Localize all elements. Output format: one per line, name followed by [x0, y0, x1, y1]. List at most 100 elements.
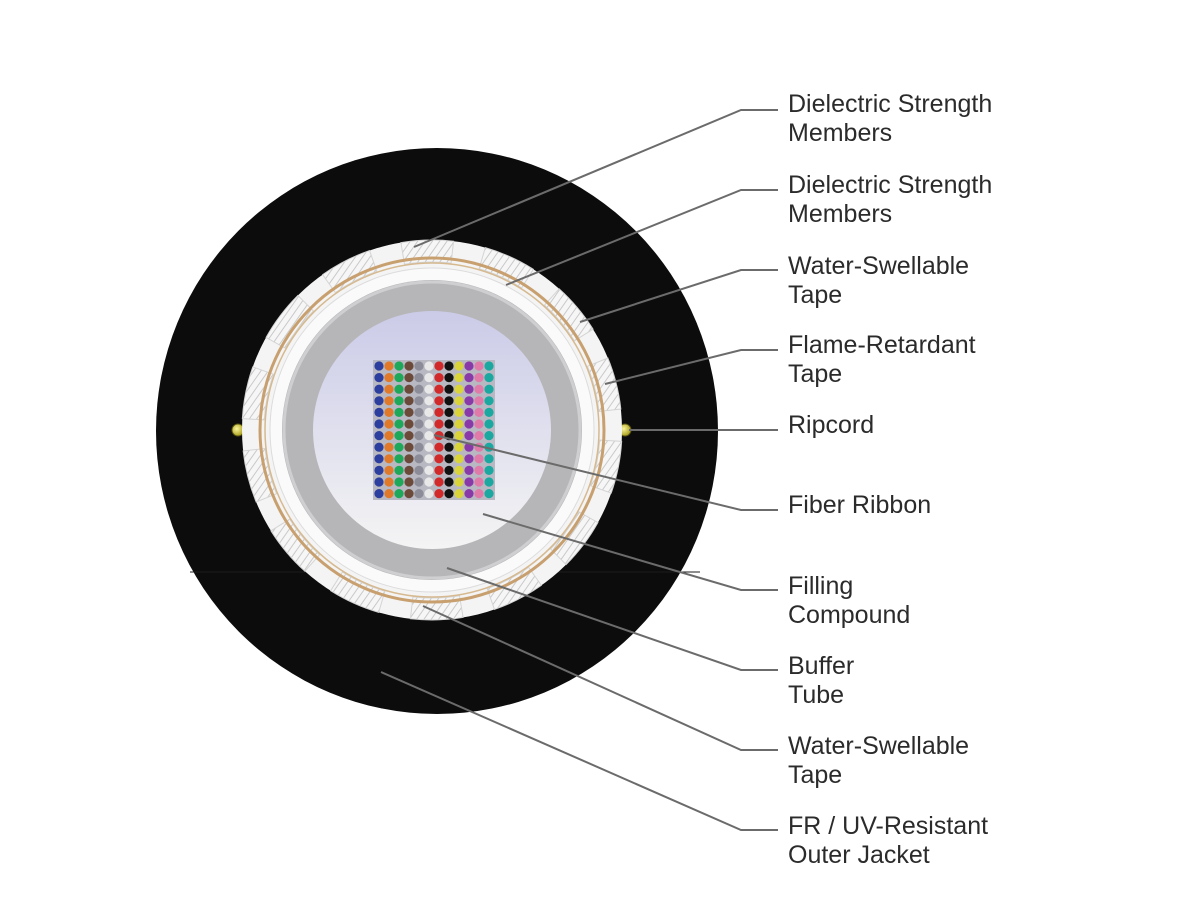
fiber-green: [394, 465, 404, 475]
fiber-red: [434, 419, 444, 429]
fiber-yellow: [454, 384, 464, 394]
fiber-slate: [414, 489, 424, 499]
fiber-yellow: [454, 489, 464, 499]
strength-member-segment: [270, 518, 321, 572]
fiber-aqua: [484, 373, 494, 383]
fiber-rose: [474, 396, 484, 406]
fiber-white: [424, 407, 434, 417]
fiber-red: [434, 384, 444, 394]
fiber-blue: [374, 373, 384, 383]
fiber-violet: [464, 407, 474, 417]
fiber-green: [394, 373, 404, 383]
fiber-green: [394, 431, 404, 441]
fiber-violet: [464, 489, 474, 499]
label-line: Tape: [788, 360, 843, 388]
label-ripcord: Ripcord: [788, 411, 874, 440]
fiber-black: [444, 407, 454, 417]
label-buffer-tube: Buffer Tube: [788, 652, 854, 710]
fiber-orange: [384, 407, 394, 417]
fiber-yellow: [454, 396, 464, 406]
label-water-swellable-tape-inner: Water-Swellable Tape: [788, 732, 969, 790]
fiber-green: [394, 407, 404, 417]
fiber-blue: [374, 361, 384, 371]
fiber-green: [394, 454, 404, 464]
leader-line-filling-compound: [482, 513, 778, 591]
leader-line-water-swellable-outer: [579, 269, 778, 323]
leader-line-dielectric-inner: [505, 189, 778, 286]
fiber-rose: [474, 373, 484, 383]
fiber-aqua: [484, 384, 494, 394]
fiber-slate: [414, 454, 424, 464]
fiber-red: [434, 442, 444, 452]
fiber-white: [424, 477, 434, 487]
flame-retardant-tape-inner-edge: [264, 262, 600, 598]
label-line: FR / UV-Resistant: [788, 812, 989, 840]
fiber-rose: [474, 465, 484, 475]
fiber-slate: [414, 384, 424, 394]
strength-member-segment: [329, 571, 386, 613]
fiber-orange: [384, 465, 394, 475]
fiber-violet: [464, 419, 474, 429]
fiber-brown: [404, 489, 414, 499]
label-line: Members: [788, 119, 893, 147]
fiber-orange: [384, 442, 394, 452]
leader-line-outer-jacket: [380, 671, 778, 831]
fiber-yellow: [454, 477, 464, 487]
fiber-rose: [474, 407, 484, 417]
flame-retardant-tape: [258, 256, 606, 604]
leader-line-dielectric-outer: [413, 109, 778, 248]
fiber-aqua: [484, 407, 494, 417]
fiber-brown: [404, 442, 414, 452]
fiber-green: [394, 384, 404, 394]
fiber-aqua: [484, 419, 494, 429]
fiber-violet: [464, 384, 474, 394]
fiber-red: [434, 465, 444, 475]
fiber-red: [434, 373, 444, 383]
fiber-white: [424, 442, 434, 452]
fiber-blue: [374, 384, 384, 394]
label-line: Buffer: [788, 652, 855, 680]
fiber-white: [424, 431, 434, 441]
fiber-red: [434, 396, 444, 406]
strength-member-segment: [265, 294, 315, 349]
fiber-orange: [384, 431, 394, 441]
fiber-rose: [474, 489, 484, 499]
fiber-orange: [384, 373, 394, 383]
fiber-rose: [474, 361, 484, 371]
fiber-rose: [474, 419, 484, 429]
fiber-violet: [464, 431, 474, 441]
fiber-red: [434, 361, 444, 371]
fiber-green: [394, 442, 404, 452]
strength-member-segment: [586, 357, 622, 413]
fiber-brown: [404, 431, 414, 441]
fiber-red: [434, 407, 444, 417]
fiber-red: [434, 477, 444, 487]
fiber-rose: [474, 384, 484, 394]
fiber-violet: [464, 396, 474, 406]
leader-line-buffer-tube: [446, 567, 778, 671]
fiber-green: [394, 489, 404, 499]
fiber-aqua: [484, 396, 494, 406]
fiber-slate: [414, 419, 424, 429]
fiber-black: [444, 361, 454, 371]
label-fiber-ribbon: Fiber Ribbon: [788, 491, 931, 520]
label-filling-compound: Filling Compound: [788, 572, 910, 630]
fiber-black: [444, 489, 454, 499]
fiber-yellow: [454, 431, 464, 441]
strength-member-segment: [478, 247, 535, 289]
fiber-white: [424, 454, 434, 464]
fiber-orange: [384, 454, 394, 464]
fiber-ribbon-stack: [373, 360, 495, 500]
fiber-red: [434, 454, 444, 464]
fiber-yellow: [454, 442, 464, 452]
label-line: Water-Swellable: [788, 252, 970, 280]
fiber-blue: [374, 454, 384, 464]
label-line: Flame-Retardant: [788, 331, 976, 359]
fiber-black: [444, 384, 454, 394]
label-line: Tape: [788, 761, 843, 789]
fiber-green: [394, 419, 404, 429]
label-outer-jacket: FR / UV-Resistant Outer Jacket: [788, 812, 988, 870]
fiber-white: [424, 384, 434, 394]
fiber-orange: [384, 396, 394, 406]
fiber-brown: [404, 396, 414, 406]
